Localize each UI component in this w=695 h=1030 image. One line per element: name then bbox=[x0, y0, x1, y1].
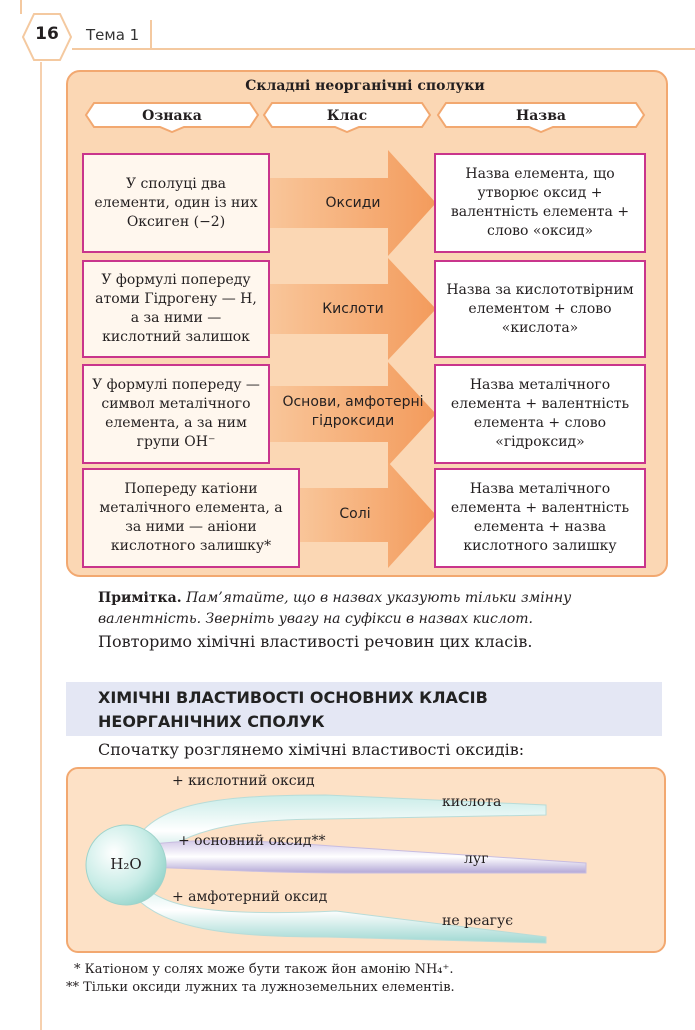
column-header-sign-label: Ознака bbox=[142, 108, 202, 124]
name-box-salts: Назва металічного елемента + валентність… bbox=[434, 468, 646, 568]
header-divider-vertical bbox=[150, 20, 152, 48]
sign-box-acids: У формулі попереду атоми Гідрогену — Н, … bbox=[82, 260, 270, 358]
note-text: Пам’ятайте, що в назвах указують тільки … bbox=[98, 590, 572, 627]
arrow-right-icon bbox=[268, 258, 436, 360]
note-paragraph: Примітка. Пам’ятайте, що в назвах указую… bbox=[98, 588, 668, 630]
reagent-acidic-oxide: + кислотний оксид bbox=[172, 773, 315, 789]
footnote-2: ** Тільки оксиди лужних та лужноземельни… bbox=[66, 980, 455, 995]
class-label-oxides: Оксиди bbox=[325, 195, 381, 211]
page-corner-mark bbox=[0, 0, 22, 14]
product-acid: кислота bbox=[442, 794, 502, 810]
product-no-reaction: не реагує bbox=[442, 913, 514, 929]
water-molecule-icon bbox=[85, 824, 167, 906]
arrow-right-icon bbox=[268, 362, 436, 466]
name-box-oxides: Назва елемента, що утворює оксид + вален… bbox=[434, 153, 646, 253]
name-box-acids: Назва за кислототвірним елементом + слов… bbox=[434, 260, 646, 358]
water-formula: H₂O bbox=[110, 855, 142, 873]
water-reaction-diagram bbox=[85, 794, 587, 944]
reagent-amphoteric-oxide: + амфотерний оксид bbox=[172, 889, 328, 905]
note-label: Примітка. bbox=[98, 590, 182, 606]
scheme-title: Складні неорганічні сполуки bbox=[245, 78, 485, 94]
class-label-acids: Кислоти bbox=[322, 301, 384, 317]
sign-box-bases: У формулі попереду — символ металічного … bbox=[82, 364, 270, 464]
name-box-bases: Назва металічного елемента + валентність… bbox=[434, 364, 646, 464]
footnote-1: * Катіоном у солях може бути також йон а… bbox=[74, 962, 454, 977]
header-divider bbox=[72, 48, 695, 50]
page-number-hexagon-icon bbox=[22, 13, 72, 61]
column-header-sign: Ознака bbox=[84, 101, 260, 133]
banner-shape-icon bbox=[84, 102, 260, 133]
section-heading-line2: НЕОРГАНІЧНИХ СПОЛУК bbox=[98, 712, 325, 731]
product-alkali: луг bbox=[464, 851, 489, 867]
theme-label: Тема 1 bbox=[86, 26, 140, 44]
repeat-paragraph: Повторимо хімічні властивості речовин ци… bbox=[98, 632, 533, 651]
banner-shape-icon bbox=[262, 102, 432, 133]
banner-shape-icon bbox=[436, 102, 646, 133]
intro-paragraph: Спочатку розглянемо хімічні властивості … bbox=[98, 740, 525, 759]
class-label-bases: Основи, амфотерні гідроксиди bbox=[282, 394, 424, 429]
section-heading: ХІМІЧНІ ВЛАСТИВОСТІ ОСНОВНИХ КЛАСІВ НЕОР… bbox=[98, 686, 638, 734]
section-heading-line1: ХІМІЧНІ ВЛАСТИВОСТІ ОСНОВНИХ КЛАСІВ bbox=[98, 688, 488, 707]
reagent-basic-oxide: + основний оксид** bbox=[178, 833, 326, 849]
class-label-salts: Солі bbox=[339, 506, 371, 522]
column-header-name-label: Назва bbox=[515, 108, 567, 124]
section-heading-band bbox=[66, 682, 662, 736]
arrow-right-icon bbox=[268, 150, 436, 256]
arrow-right-icon bbox=[298, 462, 436, 568]
sign-box-oxides: У сполуці два елементи, один із них Окси… bbox=[82, 153, 270, 253]
margin-line bbox=[40, 62, 42, 1030]
column-header-name: Назва bbox=[436, 101, 646, 133]
column-header-class-label: Клас bbox=[326, 108, 368, 124]
page-number: 16 bbox=[35, 24, 59, 44]
column-header-class: Клас bbox=[262, 101, 432, 133]
sign-box-salts: Попереду катіони металічного елемента, а… bbox=[82, 468, 300, 568]
